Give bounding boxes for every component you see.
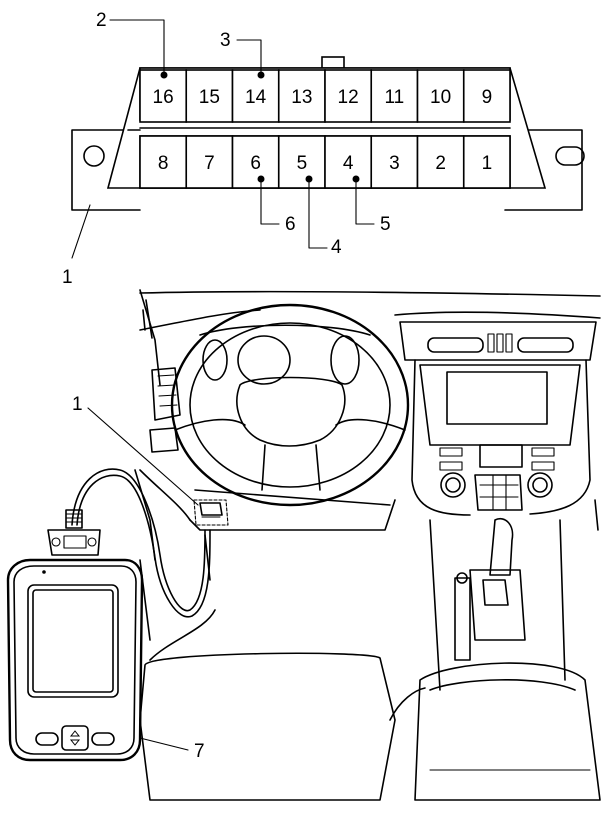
center-vent-panel xyxy=(399,321,597,361)
driver-seat xyxy=(139,652,396,801)
callout-1-location: 1 xyxy=(72,394,83,415)
diagnostic-cable xyxy=(71,468,206,612)
connector-callouts: 2 3 6 4 5 1 xyxy=(62,10,391,288)
top-row-cell xyxy=(462,69,511,123)
infotainment-screen xyxy=(446,371,548,425)
pin-label-15: 15 xyxy=(199,87,220,108)
bottom-row-cell xyxy=(139,135,188,189)
scan-tool xyxy=(6,509,144,762)
top-row-cell xyxy=(277,69,326,123)
pin-label-7: 7 xyxy=(204,153,215,174)
callout-2: 2 xyxy=(96,10,107,31)
right-mounting-ear xyxy=(504,129,583,211)
callout-5: 5 xyxy=(380,214,391,235)
pin-label-14: 14 xyxy=(245,87,267,108)
top-row-cell xyxy=(139,69,188,123)
callout-3: 3 xyxy=(220,30,231,51)
pin-label-11: 11 xyxy=(385,87,405,108)
down-arrow-icon[interactable] xyxy=(69,739,81,746)
steering-wheel xyxy=(170,303,410,507)
tool-right-button[interactable] xyxy=(91,732,115,746)
bottom-row-cell xyxy=(416,135,465,189)
bottom-row-cell xyxy=(324,135,373,189)
pin-label-16: 16 xyxy=(153,87,174,108)
tool-body xyxy=(6,558,144,762)
callout-1-connector: 1 xyxy=(62,267,73,288)
pin-label-6: 6 xyxy=(250,153,261,174)
pin-label-5: 5 xyxy=(297,153,308,174)
tool-cable-strain-relief xyxy=(65,509,83,529)
dlc-location-marker xyxy=(193,499,229,526)
top-row-cell xyxy=(231,69,280,123)
tool-screen xyxy=(27,584,119,698)
callout-4: 4 xyxy=(331,237,342,258)
bottom-row-cell xyxy=(185,135,234,189)
pin-label-9: 9 xyxy=(482,87,493,108)
tool-obd-plug xyxy=(47,529,101,556)
connector-key-tab xyxy=(321,56,345,69)
right-mount-slot xyxy=(555,146,585,166)
pin-label-3: 3 xyxy=(389,153,400,174)
pin-label-8: 8 xyxy=(158,153,169,174)
top-row-cell xyxy=(185,69,234,123)
tool-left-button[interactable] xyxy=(35,732,59,746)
top-row-cell xyxy=(416,69,465,123)
left-mounting-ear xyxy=(71,129,141,211)
pin-label-13: 13 xyxy=(291,87,312,108)
up-arrow-icon[interactable] xyxy=(69,730,81,737)
pin-label-4: 4 xyxy=(343,153,354,174)
tool-nav-pad[interactable] xyxy=(61,725,89,751)
dashboard-illustration xyxy=(134,289,601,801)
pin-label-12: 12 xyxy=(338,87,359,108)
pin-label-10: 10 xyxy=(430,87,451,108)
top-row-cell xyxy=(324,69,373,123)
pin-label-2: 2 xyxy=(435,153,446,174)
left-mount-hole xyxy=(83,145,105,167)
callout-6: 6 xyxy=(285,214,296,235)
top-row-cell xyxy=(370,69,419,123)
callout-7: 7 xyxy=(194,741,205,762)
dlc-connector: 16 15 14 13 12 11 10 9 8 7 6 5 4 3 2 1 xyxy=(71,56,585,211)
bottom-row-cell xyxy=(462,135,511,189)
pin-label-1: 1 xyxy=(482,153,493,174)
bottom-row-cell xyxy=(370,135,419,189)
